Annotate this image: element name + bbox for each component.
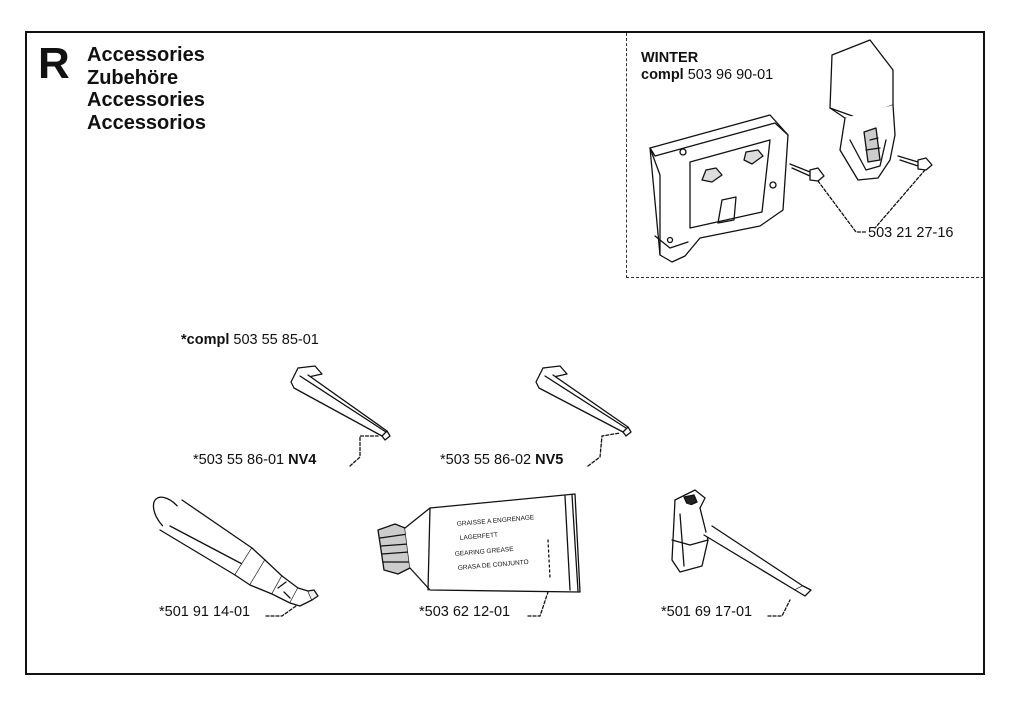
grease-tube-leader [527, 591, 549, 617]
title-spanish: Accessorios [87, 111, 206, 134]
winter-deflector [829, 39, 896, 181]
tube-text-2: LAGERFETT [460, 532, 499, 542]
title-english: Accessories [87, 44, 205, 66]
diagram-frame [25, 31, 985, 675]
grease-tube-part-number: *503 62 12-01 [419, 604, 511, 620]
winter-title: WINTER [641, 50, 699, 66]
hex-key-4-part-number: *503 55 86-01 NV4 [193, 452, 317, 468]
title-german: Zubehöre [87, 66, 179, 89]
winter-screw-right [897, 155, 933, 171]
winter-screw-left [789, 163, 825, 182]
combi-spanner-part-number: *501 69 17-01 [661, 604, 753, 620]
grease-gun-leader [265, 605, 297, 617]
hex-key-5-leader [587, 432, 621, 467]
winter-kit-box [626, 33, 984, 278]
grease-gun-part-number: *501 91 14-01 [159, 604, 251, 620]
grease-tube: GRAISSE A ENGRENAGE LAGERFETT GEARING GR… [377, 493, 581, 593]
section-letter: R [38, 39, 70, 88]
winter-cover-plate [649, 114, 789, 263]
grease-gun [152, 496, 319, 607]
winter-compl-label: compl 503 96 90-01 [641, 67, 774, 83]
hex-key-4 [290, 365, 391, 441]
title-french: Accessories [87, 89, 205, 111]
combi-spanner [671, 489, 812, 597]
winter-screw-leader-right [874, 169, 926, 229]
section-titles: Accessories Zubehöre Accessories Accesso… [87, 44, 206, 134]
winter-screw-part-number: 503 21 27-16 [868, 225, 954, 241]
hex-key-4-leader [349, 435, 379, 467]
hex-key-5 [535, 365, 632, 437]
combi-spanner-leader [767, 599, 791, 617]
hex-key-5-part-number: *503 55 86-02 NV5 [440, 452, 564, 468]
kit-compl-label: *compl 503 55 85-01 [181, 332, 319, 348]
winter-screw-leader-left [817, 180, 867, 233]
